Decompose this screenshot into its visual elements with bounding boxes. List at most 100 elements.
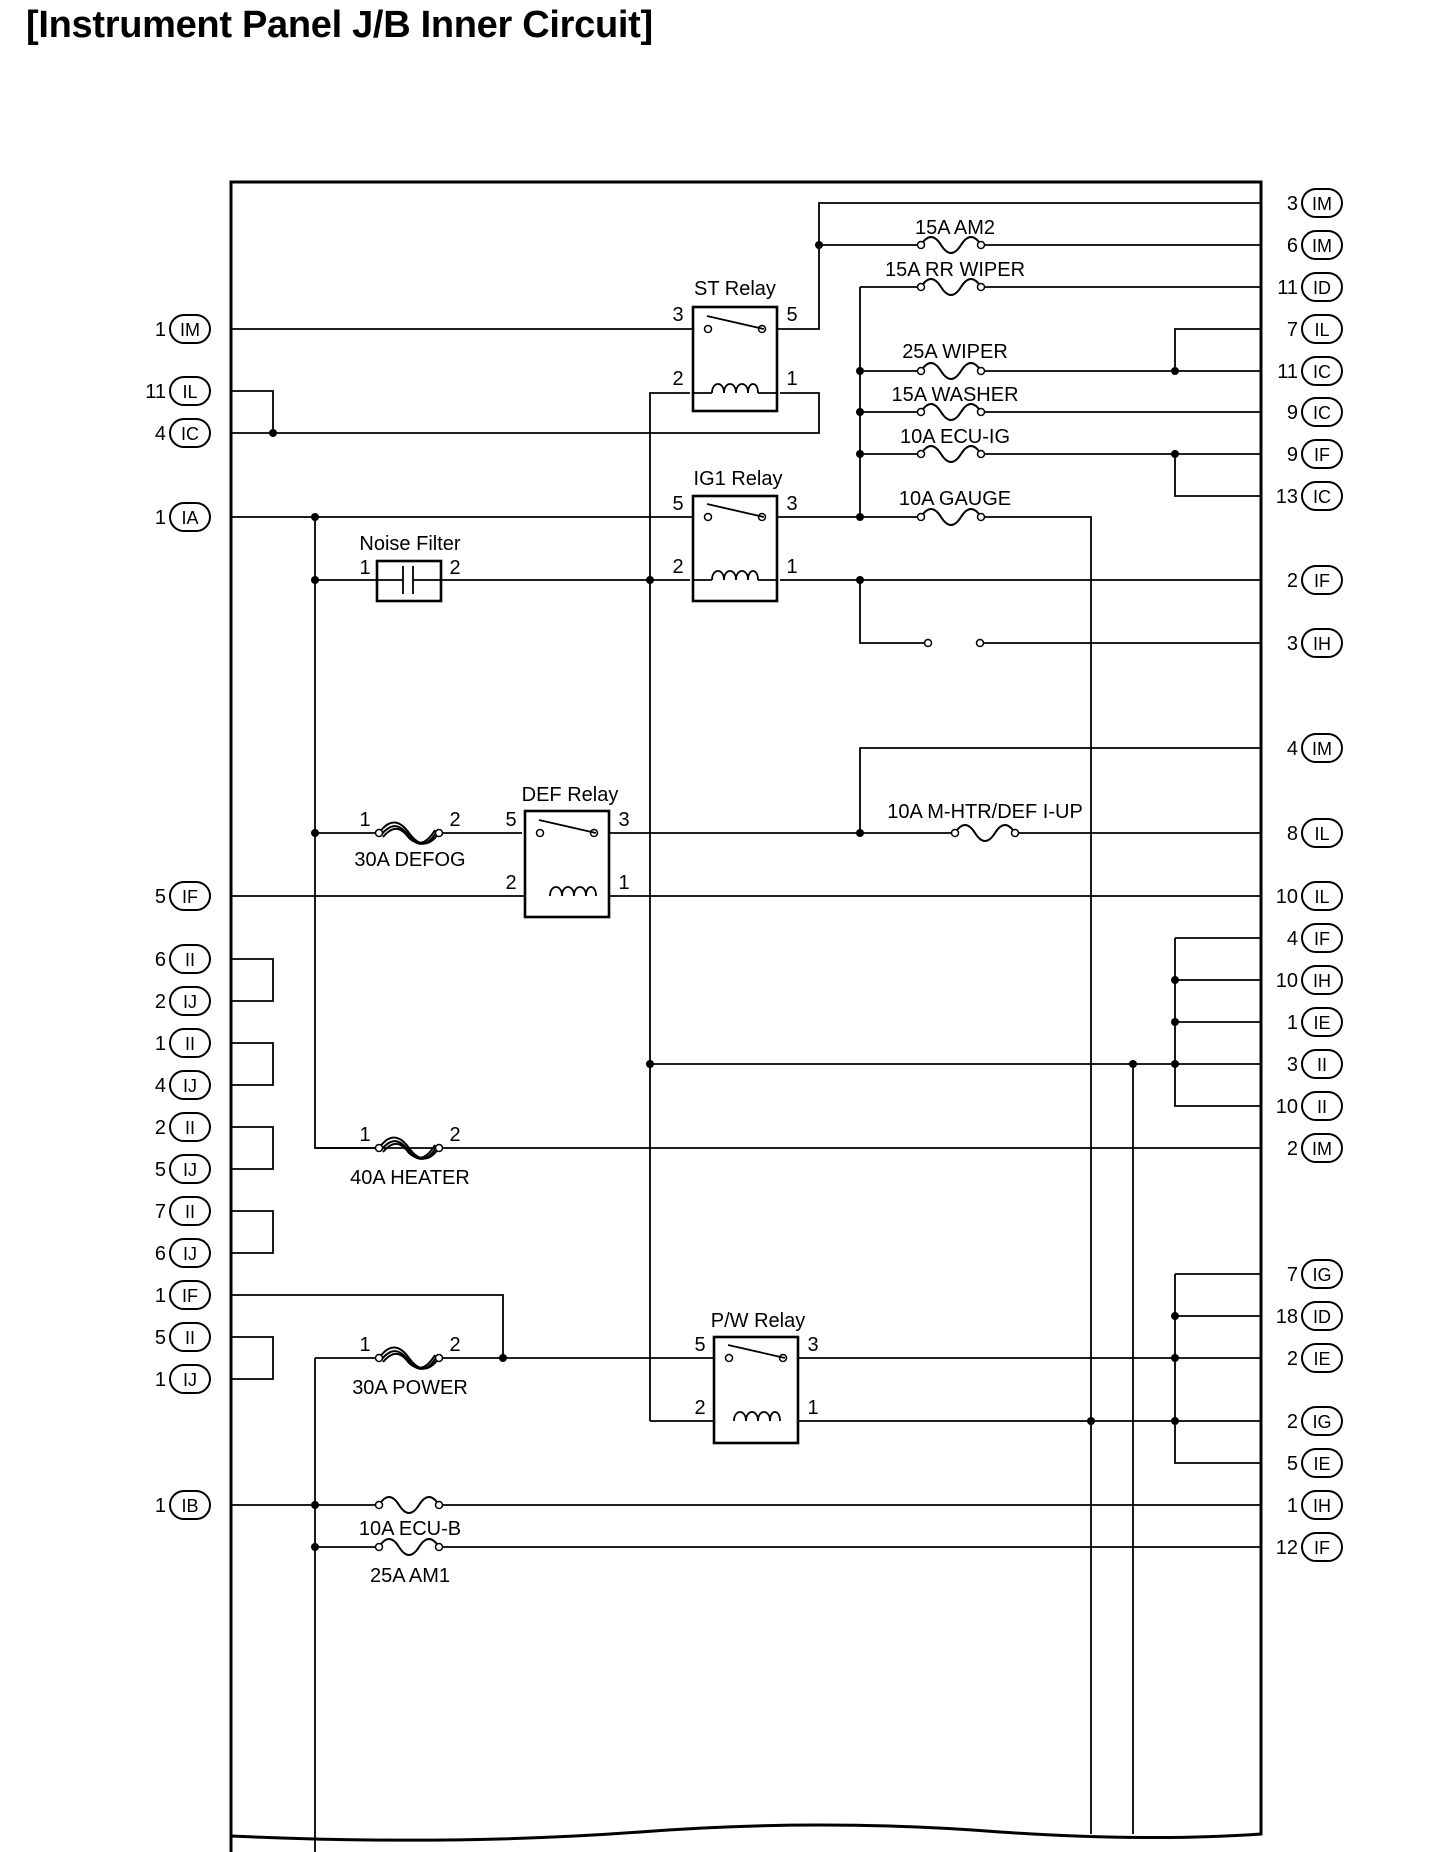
connector-id: IJ	[183, 1370, 197, 1390]
connector-oval	[1301, 1448, 1343, 1478]
connector-pin: 1	[1287, 1012, 1298, 1034]
connector-id: IB	[181, 1496, 198, 1516]
ig1-relay-pin: 5	[672, 493, 683, 515]
fuse-label: 25A AM1	[370, 1565, 450, 1587]
connector-id: IM	[1312, 194, 1332, 214]
connector-oval	[1301, 272, 1343, 302]
noise-filter-pin: 1	[359, 557, 370, 579]
connector-oval	[1301, 356, 1343, 386]
connector-id: IL	[1314, 824, 1329, 844]
connector-oval	[1301, 965, 1343, 995]
connector-oval	[1301, 923, 1343, 953]
fuse-label: 25A WIPER	[902, 341, 1008, 363]
connector-id: IE	[1313, 1013, 1330, 1033]
connector-id: ID	[1313, 1307, 1331, 1327]
st-relay: ST Relay 3 5 2 1	[672, 278, 798, 413]
fuse-label: 10A M-HTR/DEF I-UP	[887, 801, 1083, 823]
connector-oval	[169, 1322, 211, 1352]
fuse-am1: 25A AM1	[370, 1538, 450, 1587]
connector-pin: 11	[145, 381, 166, 403]
fuse-label: 15A RR WIPER	[885, 259, 1025, 281]
fuse-pin: 1	[359, 1334, 370, 1356]
connector-id: IC	[181, 424, 199, 444]
pw-relay-pin: 1	[807, 1397, 818, 1419]
connector-oval	[169, 944, 211, 974]
left-connector: 1 IJ	[155, 1364, 211, 1394]
connector-oval	[1301, 439, 1343, 469]
connector-oval	[169, 1154, 211, 1184]
connector-oval	[169, 1238, 211, 1268]
connector-pin: 2	[155, 1117, 166, 1139]
fuse-label: 15A AM2	[915, 217, 995, 239]
connector-oval	[1301, 1133, 1343, 1163]
connector-pin: 9	[1287, 402, 1298, 424]
connector-id: II	[185, 1328, 195, 1348]
connector-pin: 12	[1276, 1537, 1298, 1559]
connector-oval	[169, 1280, 211, 1310]
connector-pin: 6	[1287, 235, 1298, 257]
fuse-label: 10A ECU-IG	[900, 426, 1010, 448]
ig1-relay: IG1 Relay 5 3 2 1	[672, 468, 798, 603]
connector-id: IJ	[183, 1076, 197, 1096]
def-relay-pin: 1	[618, 872, 629, 894]
pw-relay-label: P/W Relay	[711, 1310, 805, 1332]
noise-filter-label: Noise Filter	[359, 533, 460, 555]
connector-pin: 8	[1287, 823, 1298, 845]
ig1-relay-label: IG1 Relay	[694, 468, 783, 490]
connector-pin: 1	[155, 1369, 166, 1391]
st-relay-pin: 2	[672, 368, 683, 390]
connector-pin: 3	[1287, 633, 1298, 655]
connector-oval	[169, 1028, 211, 1058]
connector-pin: 10	[1276, 1096, 1298, 1118]
connector-pin: 11	[1277, 361, 1298, 383]
connector-oval	[169, 418, 211, 448]
connector-pin: 9	[1287, 444, 1298, 466]
connector-oval	[1301, 1007, 1343, 1037]
connector-pin: 4	[1287, 738, 1298, 760]
connector-pin: 10	[1276, 886, 1298, 908]
connector-oval	[1301, 1406, 1343, 1436]
connector-id: IH	[1313, 634, 1331, 654]
connector-pin: 6	[155, 949, 166, 971]
fuse-label: 10A GAUGE	[899, 488, 1011, 510]
connector-pin: 5	[1287, 1453, 1298, 1475]
connector-pin: 3	[1287, 1054, 1298, 1076]
fuse-label: 40A HEATER	[350, 1167, 470, 1189]
def-relay-pin: 2	[505, 872, 516, 894]
connector-id: II	[185, 1034, 195, 1054]
connector-oval	[1301, 230, 1343, 260]
fuse-pin: 2	[449, 809, 460, 831]
ig1-relay-pin: 1	[786, 556, 797, 578]
pw-relay-pin: 2	[694, 1397, 705, 1419]
connector-id: IG	[1312, 1265, 1331, 1285]
connector-oval	[1301, 397, 1343, 427]
connector-oval	[1301, 881, 1343, 911]
connector-pin: 1	[155, 507, 166, 529]
connector-id: II	[1317, 1055, 1327, 1075]
st-relay-pin: 1	[786, 368, 797, 390]
connector-pin: 5	[155, 1159, 166, 1181]
connector-id: IF	[182, 887, 198, 907]
connector-pin: 1	[155, 1495, 166, 1517]
connector-id: IC	[1313, 487, 1331, 507]
connector-id: IM	[180, 320, 200, 340]
connector-oval	[1301, 1490, 1343, 1520]
def-relay-label: DEF Relay	[522, 784, 619, 806]
